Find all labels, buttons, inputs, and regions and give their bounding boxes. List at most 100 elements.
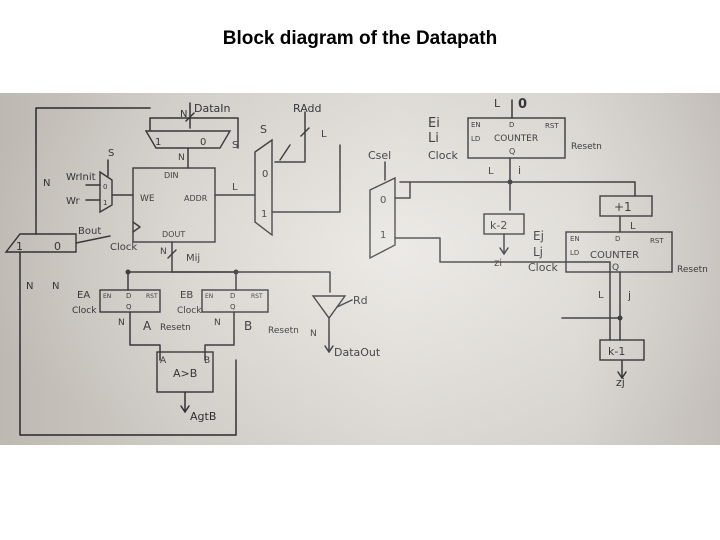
tristate-buffer	[311, 295, 347, 320]
we-label: WE	[140, 194, 155, 204]
en-label: EN	[570, 235, 580, 243]
radd-label: RAdd	[293, 102, 322, 115]
comparator-label: A>B	[173, 367, 197, 380]
n-label: N	[310, 329, 317, 339]
clock-label: Clock	[72, 306, 97, 316]
en-label: EN	[471, 121, 481, 129]
k2-block: k-2 zi	[483, 213, 525, 269]
d-label: D	[615, 235, 620, 243]
n-label: N	[160, 247, 167, 257]
wrinit-label: WrInit	[66, 172, 96, 183]
bout-mux	[4, 233, 77, 253]
ej-label: Ej	[533, 229, 544, 243]
memory-block: N DataIn 1 0 S S N DIN WE ADDR DOUT N Wr…	[43, 102, 239, 273]
zj-label: zj	[616, 376, 625, 389]
s-label-left: S	[108, 148, 114, 159]
slide-title: Block diagram of the Datapath	[222, 28, 498, 49]
l-label: L	[630, 221, 636, 232]
l-label: L	[321, 129, 327, 140]
mux-in1: 1	[103, 199, 107, 207]
register-a-block: EA Clock EN D Q RST N A Resetn	[72, 269, 331, 361]
l-label: L	[598, 290, 604, 301]
addr-label: ADDR	[184, 194, 208, 203]
mux-in-wire	[394, 181, 411, 199]
plus1-label: +1	[614, 200, 632, 214]
mux-in0: 0	[380, 195, 386, 206]
en-label: EN	[103, 293, 111, 300]
resetn-label: Resetn	[160, 323, 191, 333]
clock-label: Clock	[528, 261, 559, 274]
j-wire	[394, 237, 611, 341]
tristate-block: Rd N DataOut	[310, 294, 381, 359]
n-label: N	[43, 178, 50, 189]
k1-block: k-1 zj	[599, 339, 645, 389]
counter-name: COUNTER	[590, 250, 639, 261]
wr-wires	[85, 184, 134, 201]
bottom-loop-wire	[19, 251, 237, 436]
counter-i-box	[467, 117, 566, 159]
mux-in0: 0	[262, 169, 268, 180]
ld-label: LD	[471, 135, 480, 143]
rd-label: Rd	[353, 294, 368, 307]
agtb-label: AgtB	[190, 410, 216, 423]
l-label: L	[494, 97, 501, 110]
q-label: Q	[509, 147, 515, 156]
dout-label: DOUT	[162, 230, 185, 239]
n-label: N	[26, 281, 33, 292]
mux-in1: 1	[16, 240, 23, 253]
datain-slash	[185, 112, 195, 122]
memory-box	[132, 167, 216, 243]
din-label: DIN	[164, 171, 179, 180]
q-label: Q	[230, 303, 236, 311]
d-label: D	[126, 292, 131, 300]
k1-label: k-1	[608, 345, 625, 358]
resetn-label: Resetn	[571, 142, 602, 152]
counter-name: COUNTER	[494, 134, 538, 144]
rst-label: RST	[650, 237, 664, 245]
plus1-block: +1 L	[599, 195, 653, 233]
sel-wire	[279, 144, 291, 161]
lj-label: Lj	[533, 245, 543, 259]
mux-in0: 0	[200, 137, 206, 148]
mux-in0: 0	[103, 183, 107, 191]
zero-label: 0	[518, 97, 527, 112]
l-label: L	[488, 166, 494, 177]
bout-label: Bout	[78, 226, 101, 237]
register-b-box	[201, 289, 269, 313]
clock-triangle	[132, 221, 141, 233]
resetn-label: Resetn	[268, 326, 299, 336]
bout-mux-block: 1 0 N N	[4, 107, 237, 436]
rst-label: RST	[146, 293, 158, 300]
ei-label: Ei	[428, 116, 440, 131]
d-label: D	[230, 292, 235, 300]
n-label: N	[180, 109, 187, 120]
dataout-arrow	[324, 345, 334, 353]
rd-wire	[336, 299, 353, 308]
ea-label: EA	[77, 290, 90, 301]
zi-label: zi	[494, 258, 502, 269]
radd-wire	[274, 111, 306, 163]
q-label: Q	[126, 303, 132, 311]
l-label: L	[232, 182, 238, 193]
rst-label: RST	[251, 293, 263, 300]
i-wire	[271, 144, 341, 213]
eb-label: EB	[180, 290, 193, 301]
address-mux	[254, 138, 273, 237]
n-label: N	[214, 318, 221, 328]
n-label: N	[178, 153, 185, 163]
datapath-sketch: N DataIn 1 0 S S N DIN WE ADDR DOUT N Wr…	[4, 97, 708, 436]
s-label: S	[260, 123, 267, 136]
a-label: A	[160, 356, 167, 366]
i-bus-wire	[399, 181, 636, 197]
resetn-label: Resetn	[677, 265, 708, 275]
n-label: N	[118, 318, 125, 328]
k2-label: k-2	[490, 219, 507, 232]
address-mux-block: RAdd L S 0 1 L	[214, 102, 341, 237]
mij-label: Mij	[186, 253, 200, 264]
en-label: EN	[205, 293, 213, 300]
mux-in1: 1	[380, 230, 386, 241]
counter-j-block: Ej Lj Clock EN LD D COUNTER Q RST Resetn…	[528, 229, 708, 341]
i-label: i	[518, 164, 521, 177]
n-label: N	[52, 281, 59, 292]
csel-mux-block: Csel 0 1	[368, 149, 611, 341]
